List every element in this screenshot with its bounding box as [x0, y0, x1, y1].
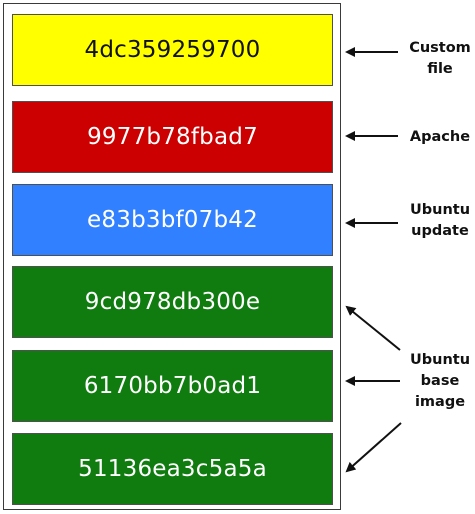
arrow-ubuntu-base-3: [345, 422, 402, 473]
layer-id-label: 6170bb7b0ad1: [83, 373, 262, 399]
layer-ubuntu-update: e83b3bf07b42: [12, 184, 333, 256]
layer-apache: 9977b78fbad7: [12, 101, 333, 173]
layer-id-label: 4dc359259700: [84, 37, 261, 63]
layer-id-label: e83b3bf07b42: [87, 207, 258, 233]
layer-custom-file: 4dc359259700: [12, 14, 333, 86]
layer-id-label: 51136ea3c5a5a: [78, 456, 267, 482]
layer-ubuntu-base-2: 6170bb7b0ad1: [12, 350, 333, 422]
annotation-label-custom-file: Custom file: [409, 40, 471, 77]
annotation-label-apache: Apache: [409, 129, 471, 145]
annotation-label-ubuntu-update: Ubuntu update: [409, 202, 471, 239]
arrow-ubuntu-base-1: [345, 305, 401, 351]
layer-id-label: 9cd978db300e: [84, 289, 261, 315]
image-layer-stack: [3, 3, 341, 510]
layer-ubuntu-base-1: 9cd978db300e: [12, 266, 333, 338]
layer-id-label: 9977b78fbad7: [87, 124, 258, 150]
layer-ubuntu-base-3: 51136ea3c5a5a: [12, 433, 333, 505]
annotation-label-ubuntu-base-image: Ubuntu base image: [409, 352, 471, 410]
